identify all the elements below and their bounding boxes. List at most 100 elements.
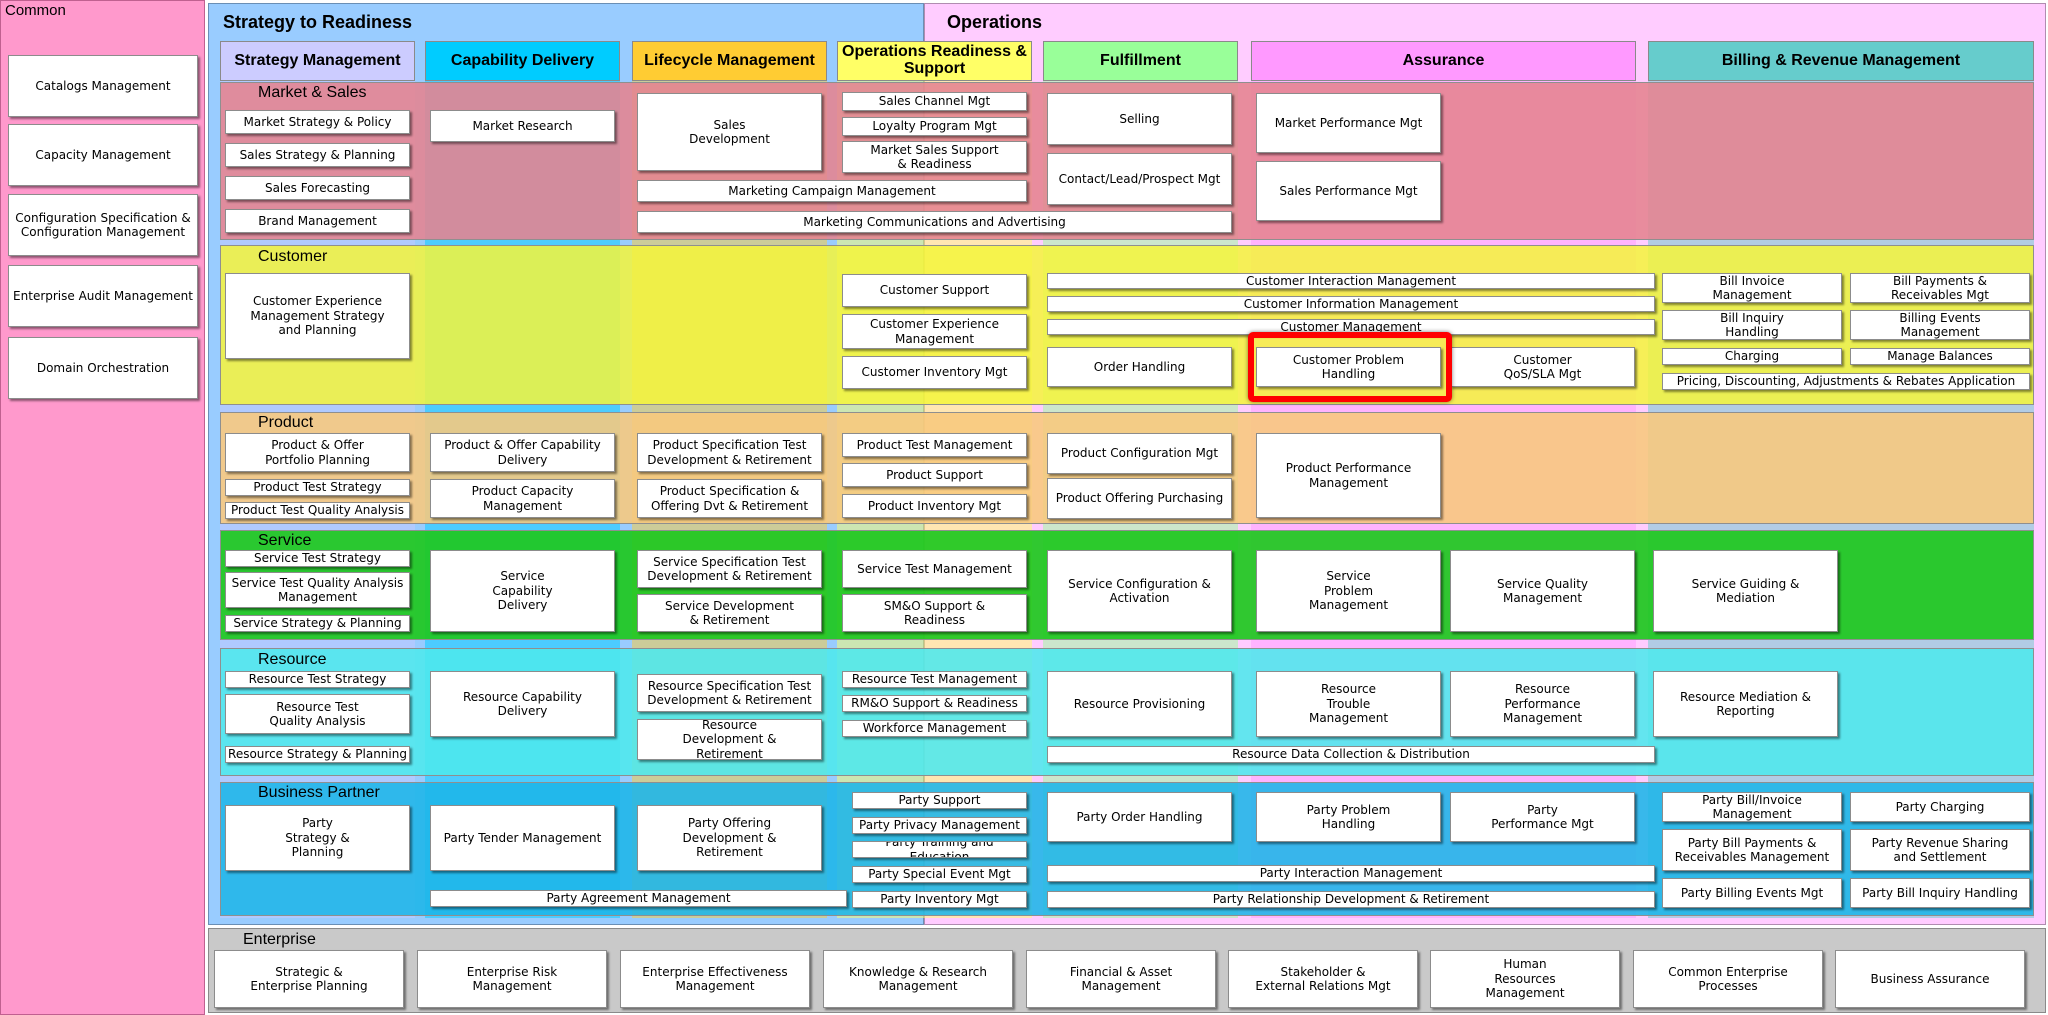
bill-payments-receivables-mgt[interactable]: Bill Payments & Receivables Mgt [1850,273,2030,303]
service-development-retirement[interactable]: Service Development & Retirement [637,594,822,632]
resource-test-quality-analysis[interactable]: Resource Test Quality Analysis [225,694,410,734]
enterprise-business-assurance[interactable]: Business Assurance [1835,950,2025,1008]
common-catalogs-management[interactable]: Catalogs Management [8,55,198,117]
party-offering-development[interactable]: Party Offering Development & Retirement [637,805,822,871]
resource-strategy-planning[interactable]: Resource Strategy & Planning [225,746,410,763]
bill-inquiry-handling[interactable]: Bill Inquiry Handling [1662,310,1842,340]
product-offer-portfolio-planning[interactable]: Product & Offer Portfolio Planning [225,433,410,472]
manage-balances[interactable]: Manage Balances [1850,348,2030,365]
product-inventory-mgt[interactable]: Product Inventory Mgt [842,494,1027,518]
market-strategy-policy[interactable]: Market Strategy & Policy [225,110,410,134]
sales-development[interactable]: Sales Development [637,93,822,171]
service-strategy-planning[interactable]: Service Strategy & Planning [225,615,410,632]
party-support[interactable]: Party Support [852,792,1027,809]
workforce-management[interactable]: Workforce Management [842,720,1027,737]
enterprise-financial-asset[interactable]: Financial & Asset Management [1026,950,1216,1008]
order-handling[interactable]: Order Handling [1047,347,1232,387]
enterprise-strategic-planning[interactable]: Strategic & Enterprise Planning [214,950,404,1008]
marketing-campaign-management[interactable]: Marketing Campaign Management [637,180,1027,202]
resource-development-retirement[interactable]: Resource Development & Retirement [637,719,822,760]
resource-data-collection-distribution[interactable]: Resource Data Collection & Distribution [1047,746,1655,763]
product-support[interactable]: Product Support [842,463,1027,487]
customer-management[interactable]: Customer Management [1047,319,1655,335]
enterprise-human-resources[interactable]: Human Resources Management [1430,950,1620,1008]
common-enterprise-audit-management[interactable]: Enterprise Audit Management [8,265,198,327]
customer-inventory-mgt[interactable]: Customer Inventory Mgt [842,356,1027,389]
party-strategy-planning[interactable]: Party Strategy & Planning [225,805,410,871]
party-interaction-management[interactable]: Party Interaction Management [1047,865,1655,882]
party-bill-invoice-management[interactable]: Party Bill/Invoice Management [1662,792,1842,822]
product-offering-purchasing[interactable]: Product Offering Purchasing [1047,478,1232,519]
product-performance-management[interactable]: Product Performance Management [1256,433,1441,518]
market-sales-support-readiness[interactable]: Market Sales Support & Readiness [842,141,1027,173]
service-guiding-mediation[interactable]: Service Guiding & Mediation [1653,550,1838,632]
service-problem-management[interactable]: Service Problem Management [1256,550,1441,632]
selling[interactable]: Selling [1047,93,1232,145]
enterprise-effectiveness-management[interactable]: Enterprise Effectiveness Management [620,950,810,1008]
service-quality-management[interactable]: Service Quality Management [1450,550,1635,632]
service-configuration-activation[interactable]: Service Configuration & Activation [1047,550,1232,632]
customer-qos-sla-mgt[interactable]: Customer QoS/SLA Mgt [1450,347,1635,387]
resource-provisioning[interactable]: Resource Provisioning [1047,671,1232,737]
resource-test-strategy[interactable]: Resource Test Strategy [225,671,410,688]
contact-lead-prospect-mgt[interactable]: Contact/Lead/Prospect Mgt [1047,153,1232,205]
customer-information-management[interactable]: Customer Information Management [1047,296,1655,312]
common-configuration-management[interactable]: Configuration Specification & Configurat… [8,194,198,256]
party-billing-events-mgt[interactable]: Party Billing Events Mgt [1662,878,1842,908]
enterprise-risk-management[interactable]: Enterprise Risk Management [417,950,607,1008]
product-capacity-management[interactable]: Product Capacity Management [430,479,615,518]
service-test-management[interactable]: Service Test Management [842,550,1027,588]
party-bill-payments-receivables[interactable]: Party Bill Payments & Receivables Manage… [1662,829,1842,871]
service-capability-delivery[interactable]: Service Capability Delivery [430,550,615,632]
sales-channel-mgt[interactable]: Sales Channel Mgt [842,92,1027,111]
party-privacy-management[interactable]: Party Privacy Management [852,817,1027,834]
product-offer-capability-delivery[interactable]: Product & Offer Capability Delivery [430,433,615,472]
bill-invoice-management[interactable]: Bill Invoice Management [1662,273,1842,303]
sales-forecasting[interactable]: Sales Forecasting [225,176,410,200]
party-problem-handling[interactable]: Party Problem Handling [1256,792,1441,842]
party-bill-inquiry-handling[interactable]: Party Bill Inquiry Handling [1850,878,2030,908]
product-test-strategy[interactable]: Product Test Strategy [225,479,410,496]
resource-performance-management[interactable]: Resource Performance Management [1450,671,1635,737]
sales-performance-mgt[interactable]: Sales Performance Mgt [1256,161,1441,221]
party-revenue-sharing-settlement[interactable]: Party Revenue Sharing and Settlement [1850,829,2030,871]
loyalty-program-mgt[interactable]: Loyalty Program Mgt [842,117,1027,136]
resource-test-management[interactable]: Resource Test Management [842,671,1027,688]
rmo-support-readiness[interactable]: RM&O Support & Readiness [842,695,1027,712]
service-spec-test-development[interactable]: Service Specification Test Development &… [637,550,822,588]
party-training-education[interactable]: Party Training and Education [852,841,1027,858]
billing-events-management[interactable]: Billing Events Management [1850,310,2030,340]
party-order-handling[interactable]: Party Order Handling [1047,792,1232,842]
common-domain-orchestration[interactable]: Domain Orchestration [8,337,198,399]
brand-management[interactable]: Brand Management [225,209,410,233]
product-test-management[interactable]: Product Test Management [842,433,1027,457]
enterprise-stakeholder-relations[interactable]: Stakeholder & External Relations Mgt [1228,950,1418,1008]
resource-trouble-management[interactable]: Resource Trouble Management [1256,671,1441,737]
party-charging[interactable]: Party Charging [1850,792,2030,822]
party-relationship-development[interactable]: Party Relationship Development & Retirem… [1047,891,1655,908]
party-inventory-mgt[interactable]: Party Inventory Mgt [852,891,1027,908]
sales-strategy-planning[interactable]: Sales Strategy & Planning [225,143,410,167]
resource-capability-delivery[interactable]: Resource Capability Delivery [430,671,615,737]
enterprise-knowledge-research[interactable]: Knowledge & Research Management [823,950,1013,1008]
party-agreement-management[interactable]: Party Agreement Management [430,890,847,907]
customer-support[interactable]: Customer Support [842,274,1027,307]
party-performance-mgt[interactable]: Party Performance Mgt [1450,792,1635,842]
cx-management-strategy-planning[interactable]: Customer Experience Management Strategy … [225,273,410,359]
resource-spec-test-development[interactable]: Resource Specification Test Development … [637,674,822,712]
service-test-quality-analysis[interactable]: Service Test Quality Analysis Management [225,572,410,608]
market-research[interactable]: Market Research [430,110,615,142]
party-tender-management[interactable]: Party Tender Management [430,805,615,871]
resource-mediation-reporting[interactable]: Resource Mediation & Reporting [1653,671,1838,737]
product-configuration-mgt[interactable]: Product Configuration Mgt [1047,433,1232,474]
customer-interaction-management[interactable]: Customer Interaction Management [1047,273,1655,289]
smo-support-readiness[interactable]: SM&O Support & Readiness [842,594,1027,632]
customer-experience-management[interactable]: Customer Experience Management [842,314,1027,349]
party-special-event-mgt[interactable]: Party Special Event Mgt [852,866,1027,883]
product-spec-test-development[interactable]: Product Specification Test Development &… [637,433,822,472]
charging[interactable]: Charging [1662,348,1842,365]
product-test-quality-analysis[interactable]: Product Test Quality Analysis [225,502,410,519]
service-test-strategy[interactable]: Service Test Strategy [225,550,410,567]
marketing-communications-advertising[interactable]: Marketing Communications and Advertising [637,211,1232,233]
enterprise-common-processes[interactable]: Common Enterprise Processes [1633,950,1823,1008]
